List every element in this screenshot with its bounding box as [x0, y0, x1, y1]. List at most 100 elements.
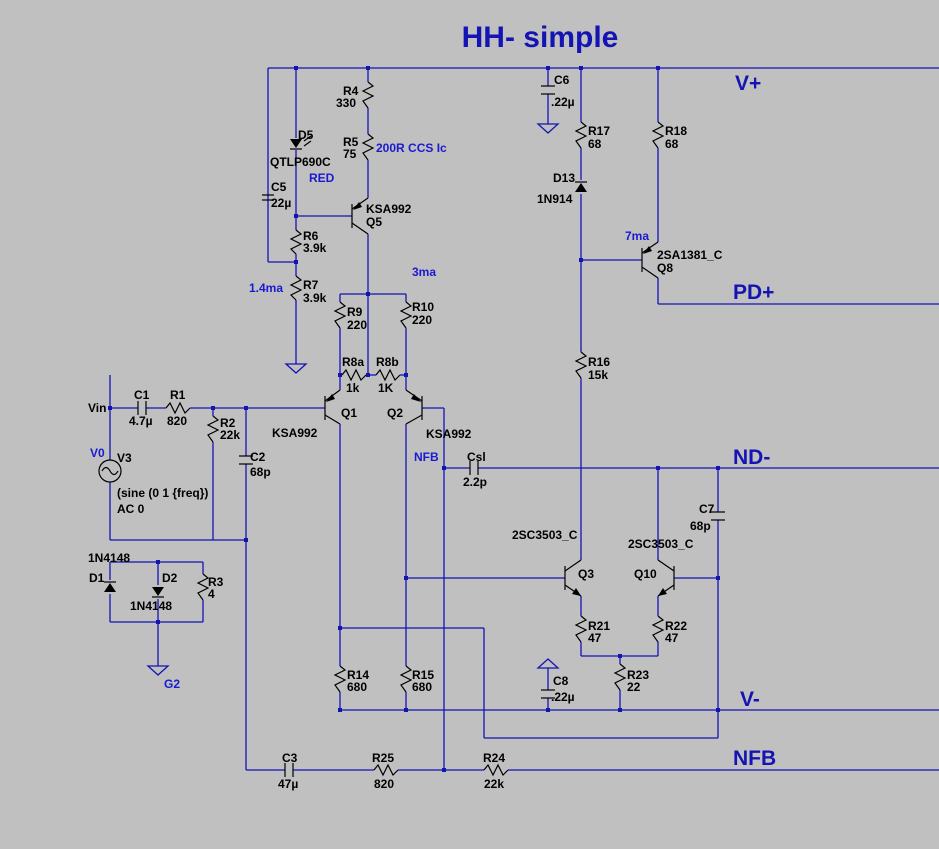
resistor-r16[interactable]: [574, 351, 588, 379]
value-label: 820: [167, 414, 187, 428]
ref-label: R1: [170, 388, 186, 402]
resistor-r3[interactable]: [196, 573, 210, 601]
transistor-q8[interactable]: [641, 241, 659, 279]
ref-label: C7: [699, 502, 715, 516]
source-ref: V3: [117, 451, 132, 465]
resistor-r9[interactable]: [333, 301, 347, 329]
source-spec: (sine (0 1 {freq}): [117, 486, 208, 500]
resistor-r10[interactable]: [399, 301, 413, 329]
value-label: .22µ: [551, 690, 575, 704]
value-label: 2.2p: [463, 475, 487, 489]
ref-label: R8a: [342, 355, 364, 369]
ref-label: C3: [282, 751, 298, 765]
annotation-source-v0: V0: [90, 446, 105, 460]
value-label: 3.9k: [303, 241, 327, 255]
annotation-current-q5: 3ma: [412, 265, 436, 279]
ref-label: R4: [343, 84, 359, 98]
ref-label: D2: [162, 571, 178, 585]
resistor-r17[interactable]: [574, 121, 588, 149]
annotation-ground-g2: G2: [164, 677, 180, 691]
annotation-ccs: 200R CCS Ic: [376, 141, 447, 155]
value-label: 22k: [220, 428, 240, 442]
resistor-r21[interactable]: [574, 615, 588, 643]
resistor-r15[interactable]: [399, 665, 413, 693]
value-label: 47µ: [278, 777, 298, 791]
capacitor-c8[interactable]: [541, 689, 555, 699]
value-label: 330: [336, 96, 356, 110]
ref-label: Q1: [341, 406, 357, 420]
value-label: 680: [347, 680, 367, 694]
resistor-r1[interactable]: [165, 401, 191, 415]
led-d5[interactable]: [290, 135, 312, 150]
net-label-nfb: NFB: [733, 747, 776, 770]
net-label-ndminus: ND-: [733, 446, 770, 469]
ref-label: R16: [588, 355, 610, 369]
resistor-r5[interactable]: [361, 133, 375, 161]
value-label: 75: [343, 147, 357, 161]
ref-label: D1: [89, 571, 105, 585]
capacitor-c5[interactable]: [262, 194, 274, 201]
value-label: 680: [412, 680, 432, 694]
ref-label: R10: [412, 300, 434, 314]
resistor-r25[interactable]: [373, 763, 399, 777]
ref-label: D13: [553, 171, 575, 185]
schematic-title: HH- simple: [462, 21, 619, 54]
value-label: 220: [412, 313, 432, 327]
resistor-r7[interactable]: [289, 275, 303, 301]
value-label: 1K: [378, 381, 394, 395]
resistor-r24[interactable]: [483, 763, 509, 777]
ref-label: Q5: [366, 215, 382, 229]
resistor-r8a[interactable]: [341, 368, 367, 382]
ref-label: C8: [553, 674, 569, 688]
ref-label: R3: [208, 575, 224, 589]
transistor-q3[interactable]: [564, 559, 582, 597]
value-label: 68: [588, 137, 602, 151]
net-label-vplus: V+: [735, 72, 761, 95]
resistor-r14[interactable]: [333, 665, 347, 693]
value-label: KSA992: [366, 202, 412, 216]
ref-label: R5: [343, 135, 359, 149]
value-label: 4.7µ: [129, 414, 153, 428]
value-label: 2SC3503_C: [512, 528, 578, 542]
resistor-r8b[interactable]: [375, 368, 401, 382]
value-label: 22µ: [271, 196, 291, 210]
transistor-q5[interactable]: [351, 197, 369, 235]
annotation-led-color: RED: [309, 171, 335, 185]
resistor-r6[interactable]: [289, 229, 303, 255]
resistor-r23[interactable]: [613, 663, 627, 691]
resistor-r4[interactable]: [361, 81, 375, 109]
junction-dots: [108, 66, 720, 772]
ref-label: R9: [347, 305, 363, 319]
diode-d13[interactable]: [575, 181, 587, 192]
voltage-source-v3[interactable]: [98, 459, 122, 483]
value-label: 820: [374, 777, 394, 791]
transistor-q1[interactable]: [324, 389, 341, 425]
value-label: 3.9k: [303, 291, 327, 305]
resistor-r18[interactable]: [651, 121, 665, 149]
diode-d1[interactable]: [104, 581, 116, 592]
ref-label: Q2: [387, 406, 403, 420]
transistor-q10[interactable]: [657, 559, 675, 597]
diode-d2[interactable]: [152, 587, 164, 598]
capacitor-c6[interactable]: [541, 85, 555, 95]
capacitor-c3[interactable]: [284, 763, 294, 777]
value-label: .22µ: [551, 95, 575, 109]
annotation-nfb-tap: NFB: [414, 450, 439, 464]
value-label: 220: [347, 318, 367, 332]
ground-symbol-c6: [536, 123, 560, 134]
source-ac: AC 0: [117, 502, 145, 516]
value-label: 68: [665, 137, 679, 151]
value-label: 2SC3503_C: [628, 537, 694, 551]
transistor-q2[interactable]: [405, 389, 423, 425]
ref-label: R25: [372, 751, 394, 765]
capacitor-c7[interactable]: [711, 511, 725, 521]
ref-label: Q3: [578, 567, 594, 581]
capacitor-c2[interactable]: [239, 455, 253, 465]
capacitor-csl[interactable]: [469, 461, 479, 475]
ref-label: R15: [412, 668, 434, 682]
resistor-r22[interactable]: [651, 615, 665, 643]
resistor-r2[interactable]: [206, 415, 220, 443]
capacitor-c1[interactable]: [137, 401, 147, 415]
net-label-pdplus: PD+: [733, 281, 774, 304]
